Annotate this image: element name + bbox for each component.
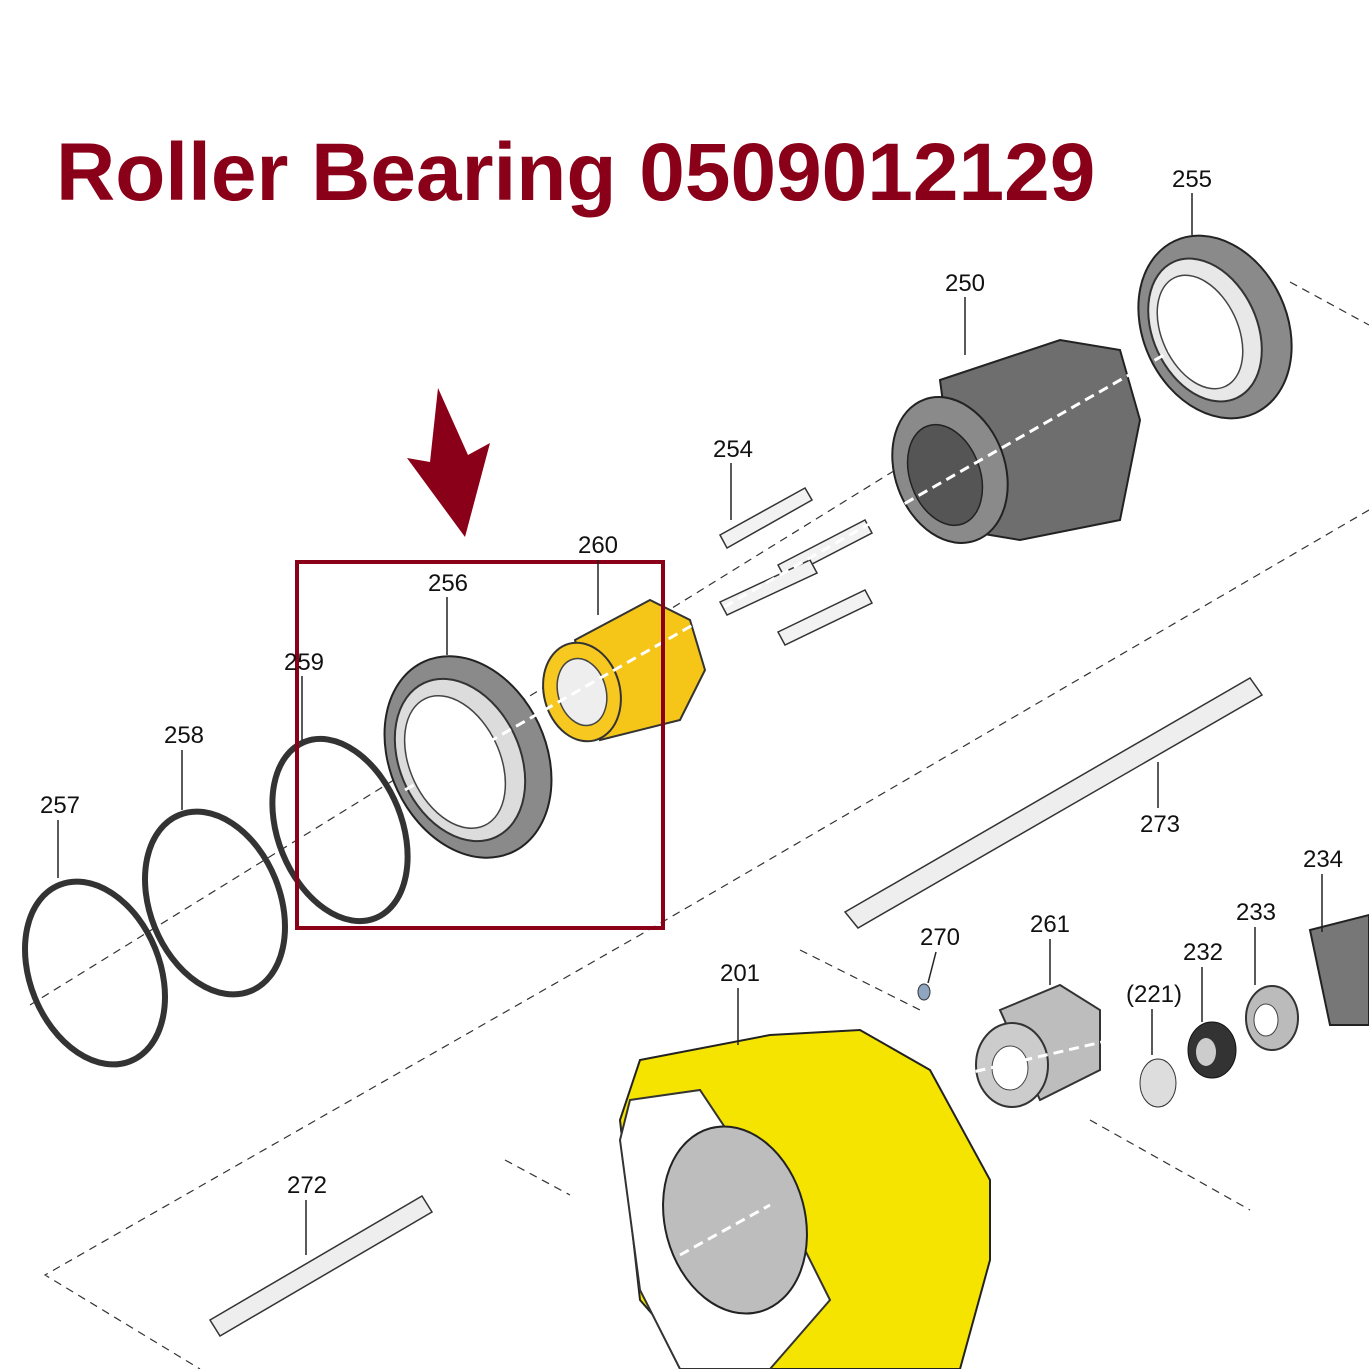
label-257: 257 [40, 792, 80, 819]
part-272-shaft[interactable] [208, 1194, 434, 1338]
label-255: 255 [1172, 166, 1212, 193]
axis-lines [404, 338, 1241, 1257]
label-201: 201 [720, 960, 760, 987]
label-233: 233 [1236, 899, 1276, 926]
page-title: Roller Bearing 0509012129 [56, 127, 1096, 218]
arrow-down-icon [407, 388, 490, 537]
label-272: 272 [287, 1172, 327, 1199]
part-270-clip[interactable] [917, 983, 931, 1001]
highlight-box [295, 560, 665, 930]
label-273: 273 [1140, 811, 1180, 838]
leader-lines [57, 193, 1323, 1255]
part-259-ring[interactable] [247, 719, 433, 942]
part-232-bearing[interactable] [1187, 1021, 1237, 1079]
label-254: 254 [713, 436, 753, 463]
part-258-ring[interactable] [119, 791, 311, 1016]
part-250-gear[interactable] [873, 338, 1142, 559]
label-232: 232 [1183, 939, 1223, 966]
label-250: 250 [945, 270, 985, 297]
label-260: 260 [578, 532, 618, 559]
part-255-bearing[interactable] [1110, 210, 1321, 443]
part-234-gear[interactable] [1308, 913, 1369, 1026]
part-273-shaft[interactable] [843, 677, 1264, 929]
part-201-housing[interactable] [618, 1028, 991, 1369]
label-258: 258 [164, 722, 204, 749]
label-221: (221) [1126, 981, 1182, 1008]
part-257-ring[interactable] [0, 861, 191, 1086]
label-234: 234 [1303, 846, 1343, 873]
part-221-washer[interactable] [1139, 1058, 1177, 1108]
part-labels: 255 250 254 260 256 259 258 257 273 234 … [40, 166, 1343, 1199]
part-233-bearing[interactable] [1245, 985, 1299, 1051]
label-261: 261 [1030, 911, 1070, 938]
part-260-sleeve[interactable] [532, 598, 707, 750]
label-256: 256 [428, 570, 468, 597]
part-256-bearing[interactable] [353, 629, 583, 885]
label-259: 259 [284, 649, 324, 676]
part-261-bushing[interactable] [975, 983, 1101, 1108]
label-270: 270 [920, 924, 960, 951]
